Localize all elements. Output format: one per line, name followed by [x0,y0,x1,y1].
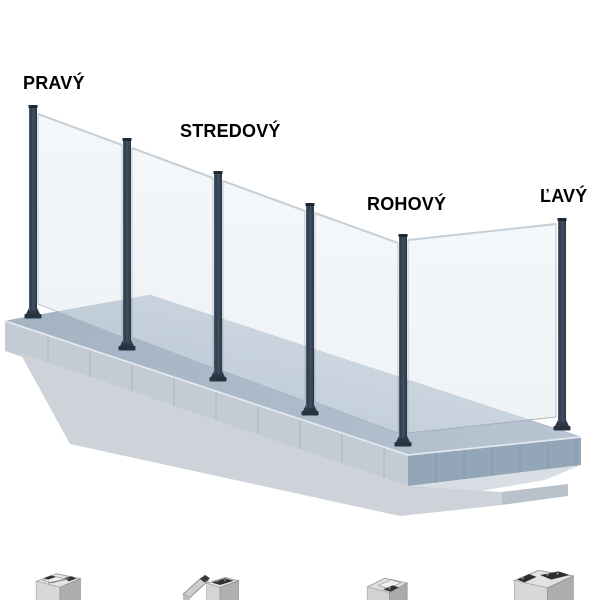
label-post-lavy: ĽAVÝ [540,186,588,206]
post-rohovy [394,234,412,447]
label-post-pravy: PRAVÝ [23,73,85,93]
post-stredovy-b [301,203,319,416]
aluminum-profile-icon[interactable] [176,569,244,600]
glass-panel-3 [222,180,306,402]
plinth-curb-right-seams [435,438,577,483]
glass-panel-4 [314,212,399,434]
plinth-curb-front [5,321,408,486]
posts-front-row [24,105,319,416]
plinth-wall-right [502,484,568,505]
plinth-curb-right [408,437,581,486]
posts-right-wing [394,218,571,447]
post-stredovy [209,171,227,382]
plinth-wall-front [20,353,502,516]
post-pravy [24,105,42,319]
glass-panel-2 [131,147,214,369]
plinth-curb-front-seams [47,335,385,478]
aluminum-profile-icon[interactable] [500,564,584,600]
glass-panel-5 [407,223,557,434]
aluminum-profile-icon[interactable] [352,571,424,600]
label-post-rohovy: ROHOVÝ [367,194,447,214]
glass-panel-right-wing [407,223,557,434]
plinth-edge-highlight [4,320,582,456]
post-lavy [553,218,571,431]
glass-panel-1 [37,113,123,338]
aluminum-profile-icon[interactable] [26,567,94,600]
post-stredovy-a [118,138,136,351]
label-post-stredovy: STREDOVÝ [180,121,281,141]
glass-panels-front-row [37,113,399,434]
